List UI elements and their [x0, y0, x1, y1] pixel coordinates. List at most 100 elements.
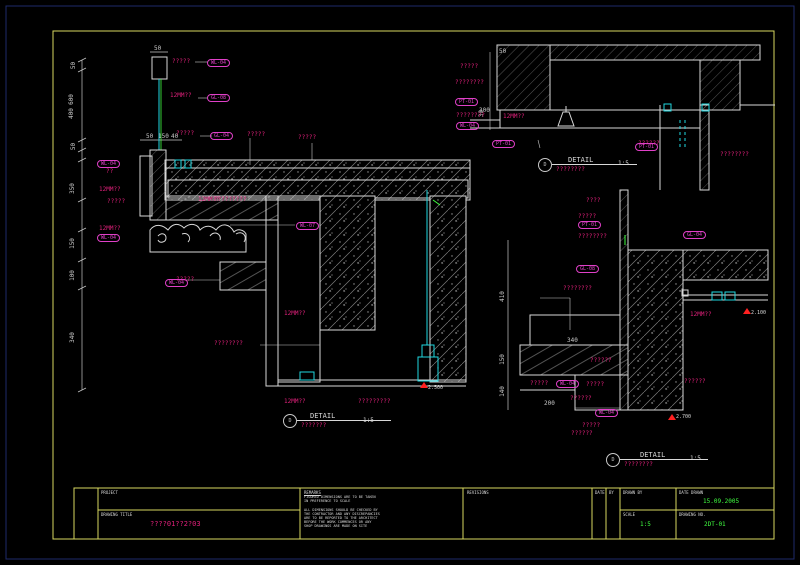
dim-text: 300	[479, 107, 490, 114]
annotation: ?????????	[358, 398, 391, 405]
annotation: ?????	[530, 380, 549, 387]
title-block	[73, 487, 775, 540]
dim-text: 50	[70, 142, 78, 151]
material-tag: WL-04	[165, 279, 189, 287]
annotation: ?????	[176, 130, 195, 137]
material-tag: WL-04	[207, 59, 231, 67]
annotation: 12MM??	[99, 225, 121, 232]
annotation: ????????	[578, 233, 607, 240]
material-tag: WL-04	[595, 409, 619, 417]
annotation: ?????	[582, 422, 601, 429]
dim-text: 50	[146, 133, 154, 140]
annotation: ??????	[571, 430, 593, 437]
annotation: 12MM??	[690, 311, 712, 318]
dim-text: 50	[499, 48, 507, 55]
detail-scale: 1:5	[690, 455, 701, 462]
material-tag: GL-04	[683, 231, 707, 239]
drawing-no-label: DRAWING NO.	[679, 512, 706, 517]
annotation: ?????	[586, 381, 605, 388]
detail-subtitle: ????????	[624, 461, 653, 468]
annotation: ??????	[684, 378, 706, 385]
detail-subtitle: ???????	[301, 422, 327, 429]
detail-title: DETAIL	[640, 451, 666, 459]
annotation: ?????	[298, 134, 317, 141]
annotation: 12MM??	[284, 310, 306, 317]
annotation: 12MM??	[99, 186, 121, 193]
outer-border	[5, 5, 795, 560]
note-line: IN PREFERENCE TO SCALE	[304, 499, 351, 503]
level-value: 2.700	[676, 414, 692, 420]
date-drawn-label: DATE DRAWN	[679, 490, 704, 495]
note-line: FIGURED DIMENSIONS ARE TO BE TAKEN	[304, 495, 376, 499]
material-tag: PT-01	[492, 140, 516, 148]
note-line: BEFORE THE WORK COMMENCES OR ANY	[304, 520, 372, 524]
by-label: BY	[609, 490, 614, 495]
detail-underline	[620, 459, 708, 460]
annotation: 12MM??	[198, 196, 220, 203]
dim-text: 140	[498, 386, 506, 397]
dim-text: 50	[70, 61, 78, 70]
dim-text: 100	[68, 270, 76, 281]
annotation: ?????	[460, 63, 479, 70]
annotation: ?????	[247, 131, 266, 138]
annotation: 12MM??	[170, 92, 192, 99]
detail-title-1: D DETAIL 1:5 ???????	[283, 412, 403, 432]
notes-block: FIGURED DIMENSIONS ARE TO BE TAKEN IN PR…	[304, 495, 454, 528]
note-line: ARE TO BE REPORTED TO THE ARCHITECT	[304, 516, 378, 520]
annotation: ??????	[570, 395, 592, 402]
dim-text: 340	[68, 332, 76, 343]
detail-underline	[552, 164, 637, 165]
annotation: ?????	[172, 58, 191, 65]
detail-title-3: D DETAIL 1:5 ????????	[606, 451, 716, 471]
annotation: ??????	[590, 357, 612, 364]
left-section-detail	[77, 51, 471, 393]
material-tag: PT-01	[635, 143, 659, 151]
annotation: ????	[586, 197, 601, 204]
project-label: PROJECT	[101, 490, 118, 495]
dim-text: 200	[544, 400, 555, 407]
detail-ref-circle: D	[283, 414, 297, 428]
right-bottom-section-detail	[507, 189, 769, 411]
level-value: 2.500	[428, 385, 444, 391]
material-tag: WL-04	[556, 380, 580, 388]
dim-text: 350	[68, 183, 76, 194]
date-label: DATE	[595, 490, 605, 495]
dim-text: 150	[68, 238, 76, 249]
dim-text: 50	[154, 45, 162, 52]
dim-text: 340	[567, 337, 578, 344]
scale-value: 1:5	[640, 521, 651, 528]
dim-text: 150	[158, 133, 169, 140]
annotation: ?????	[107, 198, 126, 205]
date-drawn-value: 15.09.2005	[703, 498, 740, 505]
dim-text: 150	[498, 354, 506, 365]
level-markers	[420, 308, 751, 420]
detail-title-2: D DETAIL 1:5 ????????	[538, 156, 648, 176]
note-line: SHOP DRAWINGS ARE MADE ON SITE	[304, 524, 368, 528]
dim-text: 600	[67, 94, 75, 105]
material-tag: PT-01	[578, 221, 602, 229]
dim-text: 400	[67, 108, 75, 119]
material-tag: GL-04	[210, 132, 234, 140]
detail-underline	[297, 420, 391, 421]
annotation: 12MM??	[284, 398, 306, 405]
annotation: ??	[106, 168, 114, 175]
annotation: ?????	[578, 213, 597, 220]
drawn-by-label: DRAWN BY	[623, 490, 643, 495]
material-tag: PT-01	[455, 98, 479, 106]
detail-scale: 1:5	[618, 160, 629, 167]
dim-text: 40	[171, 133, 179, 140]
revisions-label: REVISIONS	[467, 490, 489, 495]
material-tag: WL-04	[97, 160, 121, 168]
scale-label: SCALE	[623, 512, 636, 517]
material-tag: GL-08	[576, 265, 600, 273]
annotation: ????????	[455, 79, 484, 86]
dim-text: 410	[498, 291, 506, 302]
drawing-no-value: 2DT-01	[704, 521, 726, 528]
annotation: ????????	[563, 285, 592, 292]
detail-ref-circle: D	[538, 158, 552, 172]
level-value: 2.100	[751, 310, 767, 316]
drawing-title-label: DRAWING TITLE	[101, 512, 133, 517]
annotation: ?????????	[214, 196, 247, 203]
detail-title: DETAIL	[310, 412, 336, 420]
